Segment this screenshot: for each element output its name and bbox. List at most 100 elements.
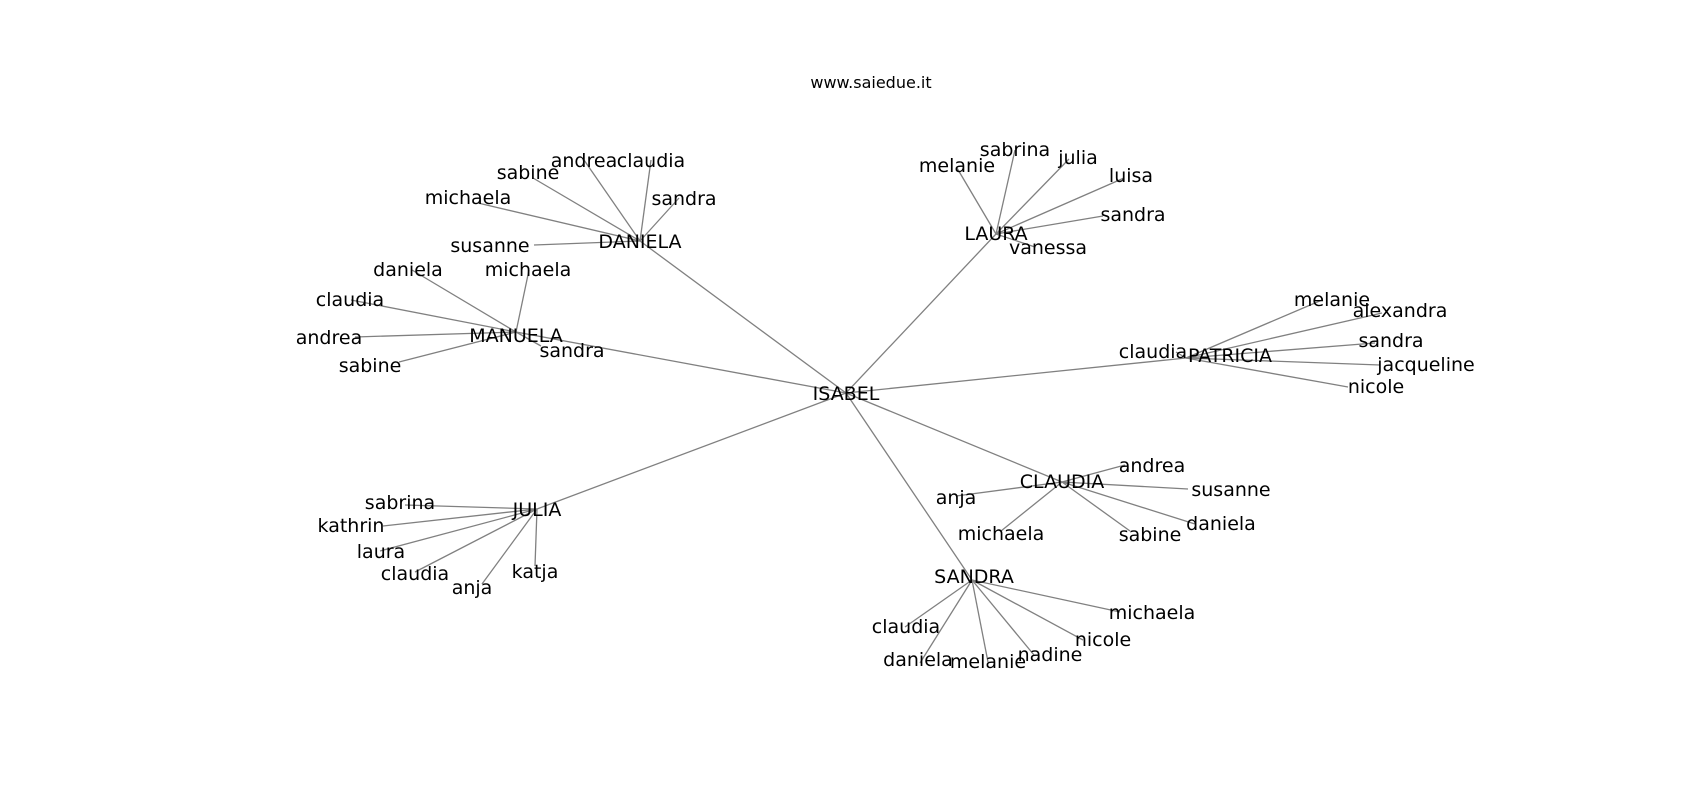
edge-laura-to-melanie xyxy=(956,167,997,235)
leaf-node-label-sabrina: sabrina xyxy=(365,492,435,514)
edge-julia-to-laura xyxy=(379,508,538,552)
leaf-node-label-claudia: claudia xyxy=(872,616,940,638)
edge-daniela-to-andrea xyxy=(583,159,641,242)
edge-manuela-to-claudia xyxy=(350,299,517,333)
edge-root-to-julia xyxy=(536,392,847,510)
edge-daniela-to-sabine xyxy=(532,177,641,242)
edge-laura-to-sandra xyxy=(995,215,1104,235)
leaf-node-label-sabine: sabine xyxy=(339,355,402,377)
edge-daniela-to-susanne xyxy=(533,240,641,246)
leaf-node-label-claudia: claudia xyxy=(617,150,685,172)
leaf-node-label-daniela: daniela xyxy=(373,259,443,281)
leaf-node-label-claudia: claudia xyxy=(1119,341,1187,363)
leaf-node-label-nicole: nicole xyxy=(1348,376,1404,398)
edge-claudia-to-andrea xyxy=(1061,464,1126,483)
leaf-node-label-melanie: melanie xyxy=(1294,289,1370,311)
edge-manuela-to-sandra xyxy=(515,331,542,347)
leaf-node-label-sandra: sandra xyxy=(1358,330,1423,352)
branch-node-label-sandra: SANDRA xyxy=(934,566,1014,588)
edge-laura-to-sabrina xyxy=(995,149,1016,235)
edge-sandra-to-nadine xyxy=(971,579,1035,656)
leaf-node-label-sabrina: sabrina xyxy=(980,139,1050,161)
leaf-node-label-michaela: michaela xyxy=(1109,602,1196,624)
leaf-node-label-sandra: sandra xyxy=(651,188,716,210)
edge-layer xyxy=(350,149,1383,664)
edge-sandra-to-melanie xyxy=(971,579,989,663)
leaf-node-label-daniela: daniela xyxy=(1186,513,1256,535)
edge-claudia-to-sabine xyxy=(1061,481,1131,532)
leaf-node-label-sandra: sandra xyxy=(539,340,604,362)
leaf-node-label-vanessa: vanessa xyxy=(1009,237,1087,259)
edge-manuela-to-andrea xyxy=(354,331,517,338)
edge-laura-to-julia xyxy=(995,158,1070,235)
diagram-title: www.saiedue.it xyxy=(810,73,931,92)
leaf-node-label-julia: julia xyxy=(1057,147,1098,169)
leaf-node-label-anja: anja xyxy=(936,487,977,509)
edge-claudia-to-anja xyxy=(955,481,1063,497)
edge-patricia-to-melanie xyxy=(1185,299,1323,359)
leaf-node-label-jacqueline: jacqueline xyxy=(1376,354,1474,376)
leaf-node-label-melanie: melanie xyxy=(950,651,1026,673)
leaf-node-label-sabine: sabine xyxy=(497,162,560,184)
edge-claudia-to-michaela xyxy=(1000,481,1063,532)
edge-sandra-to-daniela xyxy=(919,579,973,664)
leaf-node-label-andrea: andrea xyxy=(1119,455,1185,477)
leaf-node-label-luisa: luisa xyxy=(1109,165,1153,187)
branch-node-label-julia: JULIA xyxy=(512,499,562,521)
edge-julia-to-katja xyxy=(534,508,538,567)
leaf-node-label-nadine: nadine xyxy=(1018,644,1083,666)
edge-patricia-to-nicole xyxy=(1185,357,1349,388)
branch-node-label-claudia: CLAUDIA xyxy=(1020,471,1104,493)
leaf-node-label-susanne: susanne xyxy=(1191,479,1270,501)
leaf-node-label-daniela: daniela xyxy=(883,649,953,671)
edge-root-to-patricia xyxy=(845,357,1187,394)
leaf-node-label-nicole: nicole xyxy=(1075,629,1131,651)
branch-node-label-laura: LAURA xyxy=(964,223,1027,245)
edge-julia-to-sabrina xyxy=(404,504,538,510)
edge-patricia-to-alexandra xyxy=(1185,312,1383,359)
edge-julia-to-anja xyxy=(481,508,538,585)
leaf-node-label-sabine: sabine xyxy=(1119,524,1182,546)
edge-daniela-to-sandra xyxy=(639,197,680,242)
leaf-node-label-alexandra: alexandra xyxy=(1353,300,1448,322)
edge-manuela-to-michaela xyxy=(515,269,530,333)
edge-julia-to-kathrin xyxy=(382,508,538,527)
edge-root-to-daniela xyxy=(639,240,847,394)
edge-patricia-to-claudia xyxy=(1175,351,1187,359)
edge-laura-to-luisa xyxy=(995,177,1125,235)
leaf-node-label-claudia: claudia xyxy=(381,563,449,585)
leaf-node-label-melanie: melanie xyxy=(919,155,995,177)
leaf-node-label-kathrin: kathrin xyxy=(318,515,385,537)
root-node-label: ISABEL xyxy=(813,383,880,405)
edge-julia-to-claudia xyxy=(414,508,538,573)
edge-root-to-laura xyxy=(845,233,997,394)
edge-sandra-to-claudia xyxy=(904,579,973,628)
edge-laura-to-vanessa xyxy=(995,233,1036,248)
edge-patricia-to-jacqueline xyxy=(1185,357,1381,366)
edge-daniela-to-michaela xyxy=(477,202,641,242)
branch-node-label-daniela: DANIELA xyxy=(598,231,681,253)
edge-claudia-to-susanne xyxy=(1061,481,1189,490)
edge-claudia-to-daniela xyxy=(1061,481,1196,525)
leaf-node-label-susanne: susanne xyxy=(450,235,529,257)
leaf-node-label-anja: anja xyxy=(452,577,493,599)
leaf-node-label-michaela: michaela xyxy=(485,259,572,281)
branch-node-label-patricia: PATRICIA xyxy=(1188,345,1272,367)
branch-node-label-manuela: MANUELA xyxy=(469,325,563,347)
leaf-node-label-sandra: sandra xyxy=(1100,204,1165,226)
edge-sandra-to-michaela xyxy=(971,579,1121,613)
edge-root-to-claudia xyxy=(845,392,1063,483)
edge-daniela-to-claudia xyxy=(639,159,652,242)
edge-patricia-to-sandra xyxy=(1185,342,1376,359)
edge-root-to-sandra xyxy=(845,392,973,581)
leaf-node-label-katja: katja xyxy=(512,561,559,583)
edge-manuela-to-daniela xyxy=(411,269,517,333)
leaf-node-label-andrea: andrea xyxy=(551,150,617,172)
leaf-node-label-michaela: michaela xyxy=(958,523,1045,545)
edge-sandra-to-nicole xyxy=(971,579,1084,641)
edge-root-to-manuela xyxy=(515,331,847,394)
leaf-node-label-claudia: claudia xyxy=(316,289,384,311)
leaf-node-label-michaela: michaela xyxy=(425,187,512,209)
